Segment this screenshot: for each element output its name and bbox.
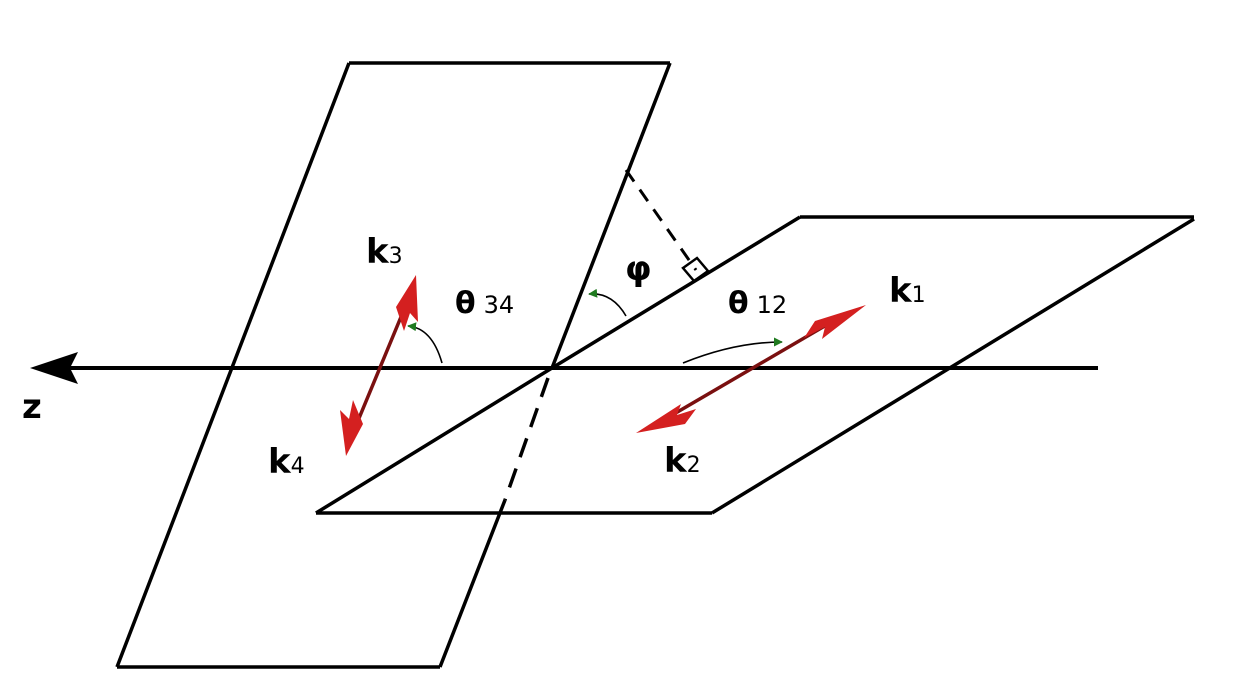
theta12-arc: [682, 337, 783, 364]
k1-arrowhead: [804, 305, 866, 339]
phi-arc: [588, 288, 627, 317]
k1-k2-vector-pair: [636, 305, 866, 433]
k3-k4-vector-pair: [340, 275, 418, 456]
horizontal-plane-front-edge-left: [315, 366, 553, 515]
k3-label: k3: [366, 232, 403, 272]
k2-arrowhead: [636, 404, 696, 433]
z-axis-arrowhead: [30, 352, 78, 384]
phi-construction: [624, 169, 710, 283]
z-axis: z: [22, 352, 1098, 427]
k4-arrowhead: [340, 400, 363, 456]
perpendicular-dashed-line: [624, 169, 698, 271]
k1-label: k1: [889, 271, 926, 311]
k4-label: k4: [268, 442, 305, 482]
vertical-plane-right-edge-upper: [550, 62, 672, 369]
theta34-arc: [407, 322, 443, 364]
k3-arrowhead: [396, 275, 418, 331]
right-angle-marker: [681, 256, 710, 283]
wave-vectors: [340, 275, 866, 456]
vertical-plane: [115, 61, 672, 669]
vertical-plane-hidden-edge: [503, 377, 550, 501]
angle-arcs: [407, 288, 783, 364]
z-axis-label: z: [22, 387, 42, 427]
phi-label: φ: [625, 249, 652, 289]
k2-label: k2: [664, 441, 701, 481]
vertical-plane-right-edge-lower: [438, 499, 507, 668]
horizontal-plane-back-edge-left: [551, 215, 801, 370]
vertical-plane-left-edge: [115, 62, 351, 668]
